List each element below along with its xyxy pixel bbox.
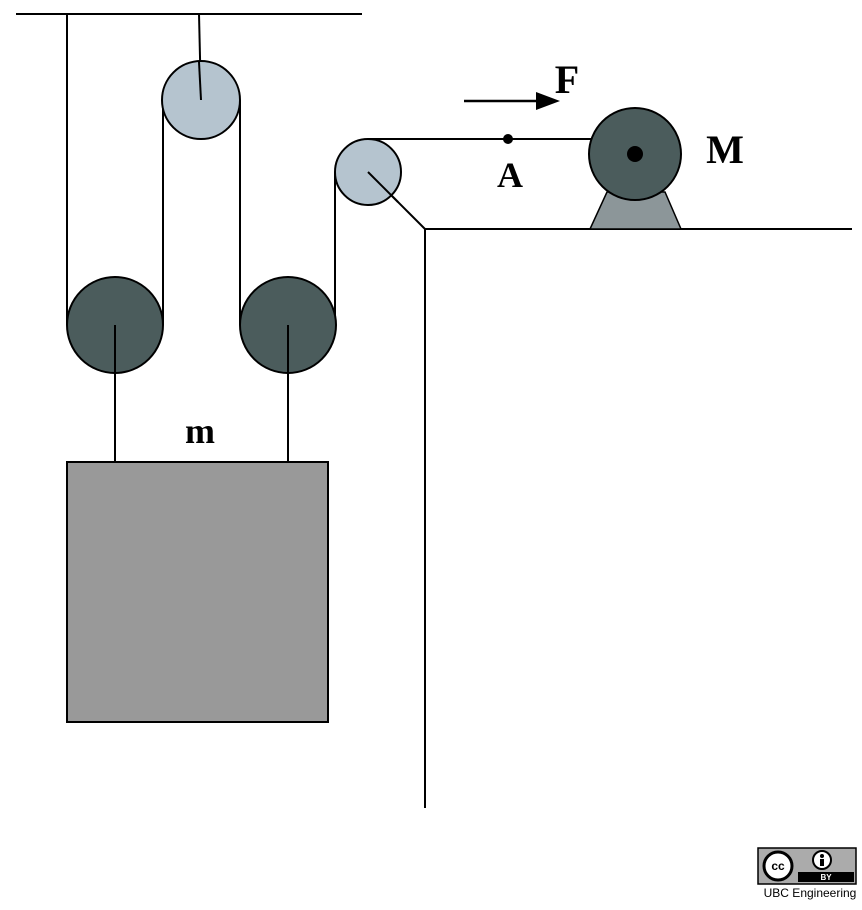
- table: [424, 228, 852, 808]
- top-pulley-axle: [198, 61, 202, 101]
- attribution-icon-body: [820, 859, 824, 866]
- hanging-block: [66, 461, 329, 723]
- cart-axle-dot: [627, 146, 643, 162]
- by-text: BY: [820, 873, 832, 882]
- point-a-dot: [503, 134, 513, 144]
- cc-logo-text: cc: [771, 859, 785, 873]
- credit-text: UBC Engineering: [763, 886, 857, 900]
- hanging-mass-label: m: [185, 411, 215, 451]
- cart-mass-label: M: [706, 127, 744, 172]
- badge-by-strip: [798, 872, 854, 882]
- corner-pulley-arm: [367, 171, 399, 203]
- attribution-icon-head: [820, 854, 824, 858]
- cc-by-license-badge: cc BY: [757, 847, 857, 885]
- cc-circle-icon: [762, 850, 794, 882]
- point-a-label: A: [497, 155, 523, 195]
- force-label: F: [555, 57, 579, 102]
- force-arrow-head: [536, 92, 560, 110]
- ropes: [66, 13, 592, 325]
